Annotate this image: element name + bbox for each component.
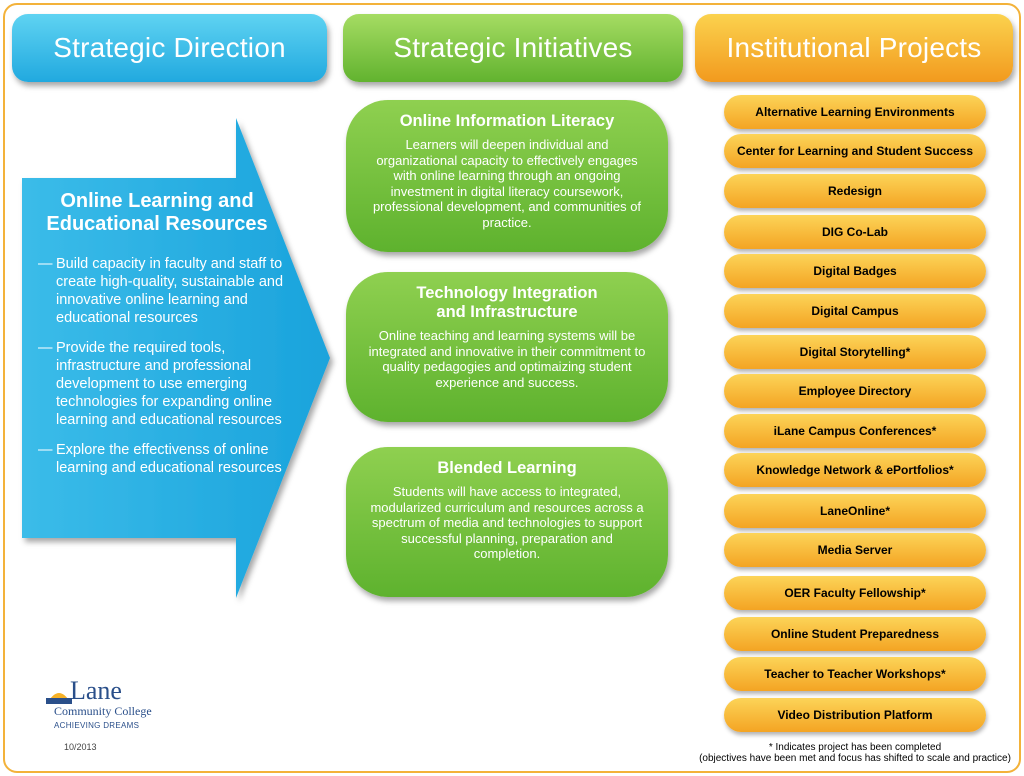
project-item: Digital Badges <box>724 254 986 288</box>
project-item: Digital Campus <box>724 294 986 328</box>
logo-tagline: ACHIEVING DREAMS <box>54 721 140 730</box>
direction-title: Online Learning and Educational Resource… <box>46 190 268 235</box>
direction-item: —Explore the effectivenss of online lear… <box>38 441 308 477</box>
initiative-title: Technology Integration and Infrastructur… <box>416 284 598 321</box>
project-item: Media Server <box>724 533 986 567</box>
project-item: Employee Directory <box>724 374 986 408</box>
initiative-online-information-literacy: Online Information Literacy Learners wil… <box>346 100 668 252</box>
project-item: LaneOnline* <box>724 494 986 528</box>
initiative-technology-integration: Technology Integration and Infrastructur… <box>346 272 668 422</box>
direction-item: —Provide the required tools, infrastruct… <box>38 339 308 429</box>
direction-item-text: Explore the effectivenss of online learn… <box>56 442 282 476</box>
date-label: 10/2013 <box>64 742 97 752</box>
project-item: Teacher to Teacher Workshops* <box>724 657 986 691</box>
initiative-description: Students will have access to integrated,… <box>370 484 644 561</box>
direction-item: —Build capacity in faculty and staff to … <box>38 255 308 327</box>
initiative-title: Blended Learning <box>437 459 577 477</box>
project-item: Video Distribution Platform <box>724 698 986 732</box>
project-item: Knowledge Network & ePortfolios* <box>724 453 986 487</box>
project-item: Alternative Learning Environments <box>724 95 986 129</box>
project-item: OER Faculty Fellowship* <box>724 576 986 610</box>
initiative-description: Learners will deepen individual and orga… <box>372 137 642 230</box>
logo-wordmark: Lane <box>70 676 122 705</box>
project-item: DIG Co-Lab <box>724 215 986 249</box>
header-strategic-initiatives: Strategic Initiatives <box>343 14 683 82</box>
project-item: Center for Learning and Student Success <box>724 134 986 168</box>
header-strategic-direction: Strategic Direction <box>12 14 327 82</box>
direction-item-text: Build capacity in faculty and staff to c… <box>56 256 284 326</box>
project-item: Digital Storytelling* <box>724 335 986 369</box>
initiative-title: Online Information Literacy <box>399 112 615 130</box>
project-item: iLane Campus Conferences* <box>724 414 986 448</box>
completion-note: * Indicates project has been completed (… <box>690 742 1020 764</box>
sun-logo-icon <box>46 693 72 704</box>
note-line: (objectives have been met and focus has … <box>699 753 1011 764</box>
logo-subtitle: Community College <box>54 704 152 718</box>
initiative-blended-learning: Blended Learning Students will have acce… <box>346 447 668 597</box>
note-line: * Indicates project has been completed <box>768 742 942 753</box>
initiative-description: Online teaching and learning systems wil… <box>368 328 646 390</box>
header-institutional-projects: Institutional Projects <box>695 14 1013 82</box>
project-item: Redesign <box>724 174 986 208</box>
direction-item-text: Provide the required tools, infrastructu… <box>56 340 282 428</box>
project-item: Online Student Preparedness <box>724 617 986 651</box>
direction-list: —Build capacity in faculty and staff to … <box>38 255 308 489</box>
lane-logo: Lane Community College ACHIEVING DREAMS <box>46 676 156 736</box>
